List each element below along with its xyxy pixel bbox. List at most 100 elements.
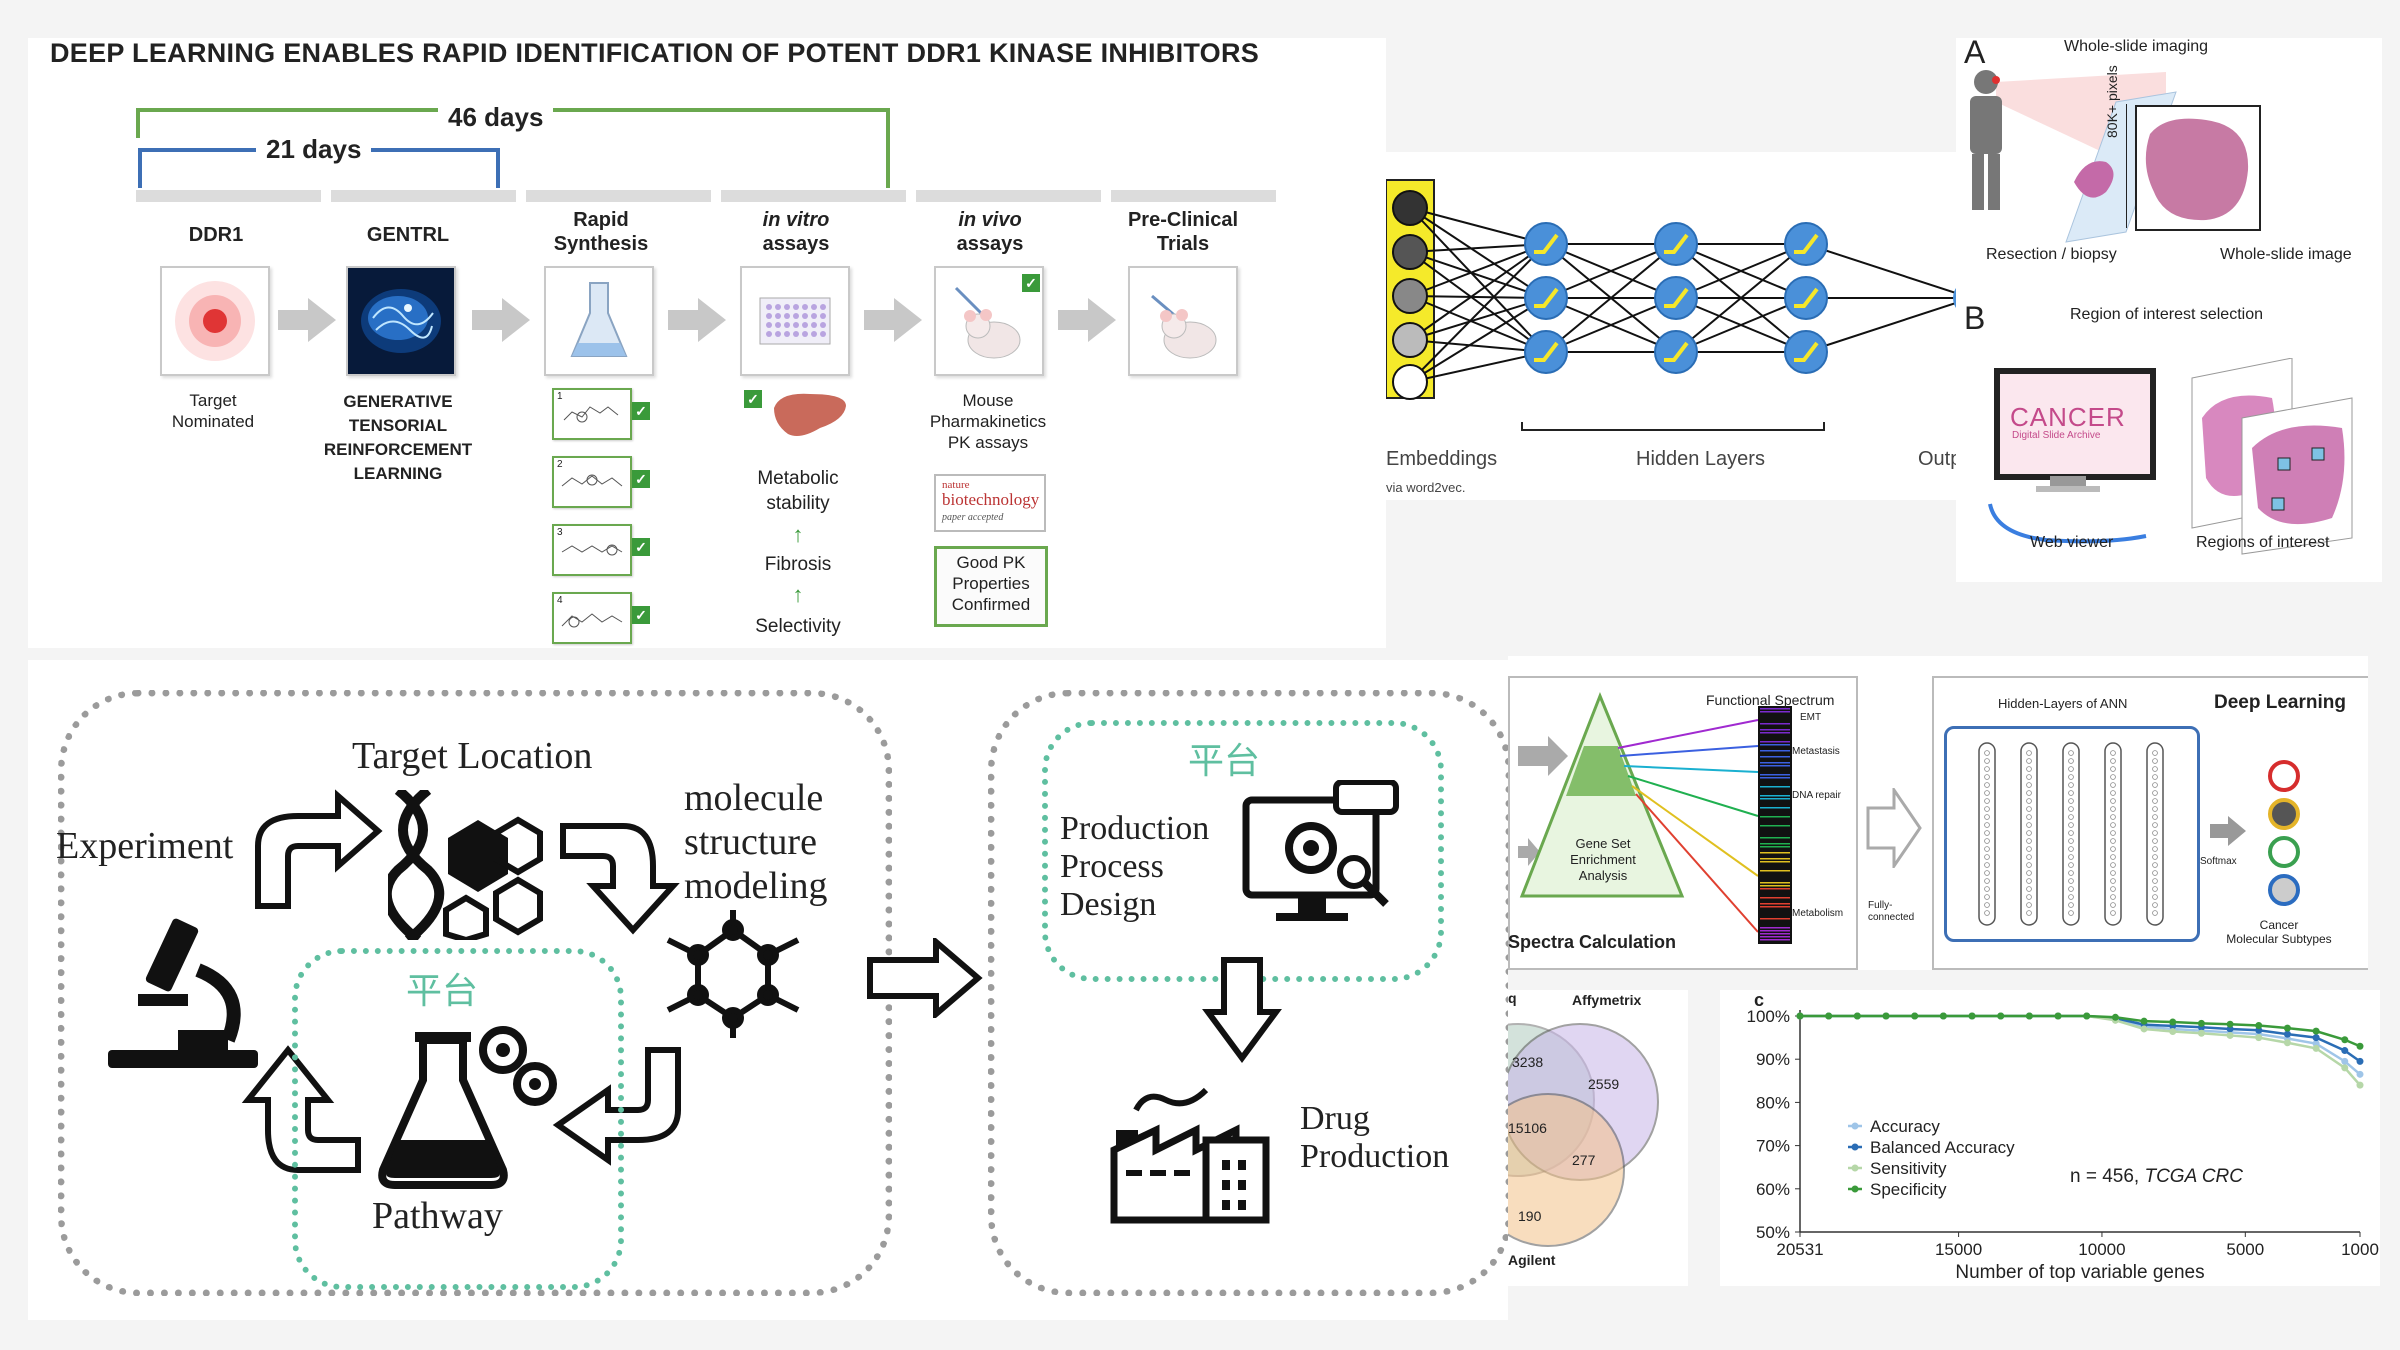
invivo-card: ✓ [934,266,1044,376]
venn-panel: q Affymetrix Agilent 3238 2559 15106 277… [1508,990,1688,1286]
legend-label: Balanced Accuracy [1870,1138,2015,1157]
stage-header: GENTRL [366,224,450,246]
hidden-node [1654,330,1698,374]
gsea-triangle [1518,691,1792,944]
mouse-icon [1151,294,1217,359]
venn-value: 277 [1572,1152,1596,1168]
hidden-node [1784,276,1828,320]
x-axis-label: Number of top variable genes [1955,1262,2205,1283]
check-icon: ✓ [632,470,650,488]
gray-arrow-icon [668,298,726,342]
data-point [2083,1012,2091,1020]
data-point [2283,1024,2291,1032]
step-bar [526,190,711,202]
nature-badge: nature biotechnology paper accepted [934,474,1046,532]
curved-arrow-icon [552,1047,681,1166]
y-tick-label: 80% [1756,1093,1790,1112]
hidden-node [1784,330,1828,374]
x-tick-label: 10000 [2078,1240,2125,1259]
fibrosis-caption: Fibrosis [764,554,832,575]
venn-value: 3238 [1512,1054,1544,1070]
input-node [1392,234,1428,270]
nn-panel: Embeddings via word2vec. Hidden Layers O… [1386,152,1956,500]
activation-icon [1664,287,1689,308]
molecule-network-icon [666,910,800,1038]
data-point [2341,1064,2349,1072]
data-point [2341,1057,2349,1065]
ann-title: Hidden-Layers of ANN [1998,696,2128,711]
activation-icon [1794,287,1819,308]
brain-icon [361,289,441,353]
cancer-text: CANCER [2010,402,2126,432]
check-icon: ✓ [632,402,650,420]
input-node [1392,190,1428,226]
well-plate-icon [759,297,831,345]
spectra-panel: Functional Spectrum EMT Metastasis DNA r… [1508,656,2368,970]
nn-diagram [1386,179,1956,431]
y-tick-label: 50% [1756,1223,1790,1242]
platform-frame-left [292,948,624,1290]
data-point [1796,1012,1804,1020]
gentrl-card [346,266,456,376]
activation-icon [1794,341,1819,362]
venn-value: 15106 [1508,1120,1547,1136]
molecule-number: 4 [557,595,563,606]
step-bar [721,190,906,202]
chart-annotation: n = 456, TCGA CRC [2070,1166,2244,1187]
output-node [1953,288,1956,308]
invitro-card [740,266,850,376]
roi-slides-illustration [2191,358,2353,555]
functional-spectrum-label: Functional Spectrum [1706,692,1835,708]
check-icon: ✓ [632,606,650,624]
data-point [2255,1034,2263,1042]
molecule-number: 2 [557,459,563,470]
data-point [2356,1081,2364,1089]
venn-left-label: q [1508,990,1517,1006]
step-bar [331,190,516,202]
target-card [160,266,270,376]
ddr1-panel: DEEP LEARNING ENABLES RAPID IDENTIFICATI… [28,38,1386,648]
data-point [1997,1012,2005,1020]
archive-text: Digital Slide Archive [2012,430,2101,441]
x-tick-label: 1000 [2341,1240,2379,1259]
stage-header: DDR1 [188,224,244,246]
check-icon: ✓ [744,390,762,408]
data-point [2312,1044,2320,1052]
data-point [1968,1012,1976,1020]
hidden-node [1654,276,1698,320]
activation-icon [1534,233,1559,254]
output-label: Outp [1918,448,1956,470]
data-point [2356,1042,2364,1050]
embeddings-label: Embeddings [1386,448,1498,470]
data-point [2283,1039,2291,1047]
data-point [2140,1025,2148,1033]
hidden-layers-label: Hidden Layers [1636,448,1765,470]
data-point [2356,1057,2364,1065]
selectivity-caption: Selectivity [755,616,841,637]
resection-label: Resection / biopsy [1986,246,2117,263]
data-point [2197,1019,2205,1027]
platform-label-right: 平台 [1188,740,1261,781]
wsi-panel: A Whole-slide imaging 80K+ pixels Resect… [1956,38,2382,582]
check-icon: ✓ [632,538,650,556]
deep-learning-box [1932,676,2368,970]
activation-icon [1664,341,1689,362]
series-line [1800,1014,2361,1076]
platform-label-left: 平台 [406,970,479,1011]
molecule-card: 2 ✓ [552,456,650,508]
gray-arrow-icon [278,298,336,342]
data-point [2226,1031,2234,1039]
roi-title: Region of interest selection [2070,306,2263,323]
data-point [2197,1029,2205,1037]
down-arrow-icon [1202,957,1282,1064]
monitor-stand-icon [1988,476,2147,544]
curved-arrow-icon [255,789,383,909]
days-46-label: 46 days [438,102,554,133]
